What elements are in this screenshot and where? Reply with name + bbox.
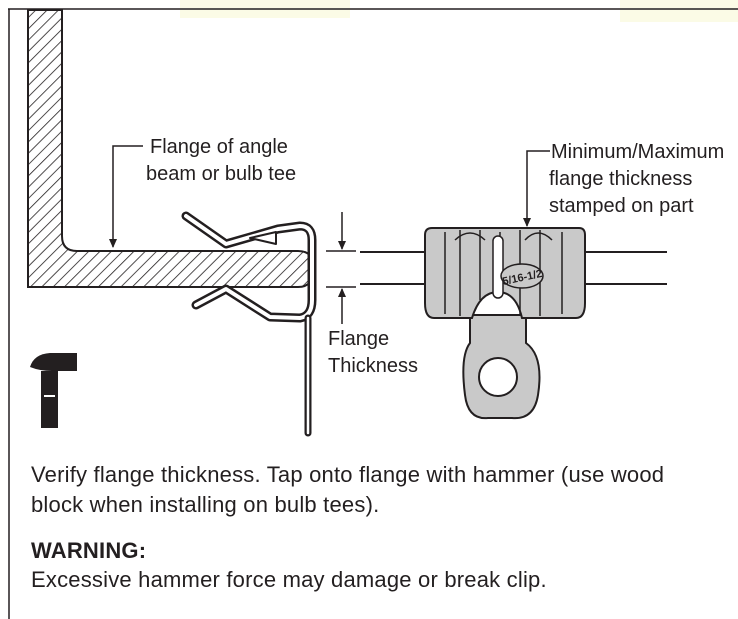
warning-text: Excessive hammer force may damage or bre… [31,567,547,592]
hammer-icon [30,353,77,428]
thickness-dimension [326,212,356,324]
flange-angle-label-2: beam or bulb tee [146,163,296,185]
clip-ridges [444,230,563,316]
flange-angle-label-1: Flange of angle [150,136,288,158]
minmax-leader [523,150,550,227]
warning-title: WARNING: [31,538,147,563]
thickness-label-2: Thickness [328,355,418,377]
beam-clip [181,211,317,437]
minmax-label-1: Minimum/Maximum [551,141,724,163]
flange-lines [360,251,667,285]
flange-leader [109,145,143,248]
stamp-oval [500,263,544,289]
clip-part [424,227,586,420]
thickness-label-1: Flange [328,328,389,350]
instruction-text: Verify flange thickness. Tap onto flange… [31,462,665,517]
minmax-label-3: stamped on part [549,195,694,217]
minmax-label-2: flange thickness [549,168,692,190]
accent-tint-right [620,0,738,22]
